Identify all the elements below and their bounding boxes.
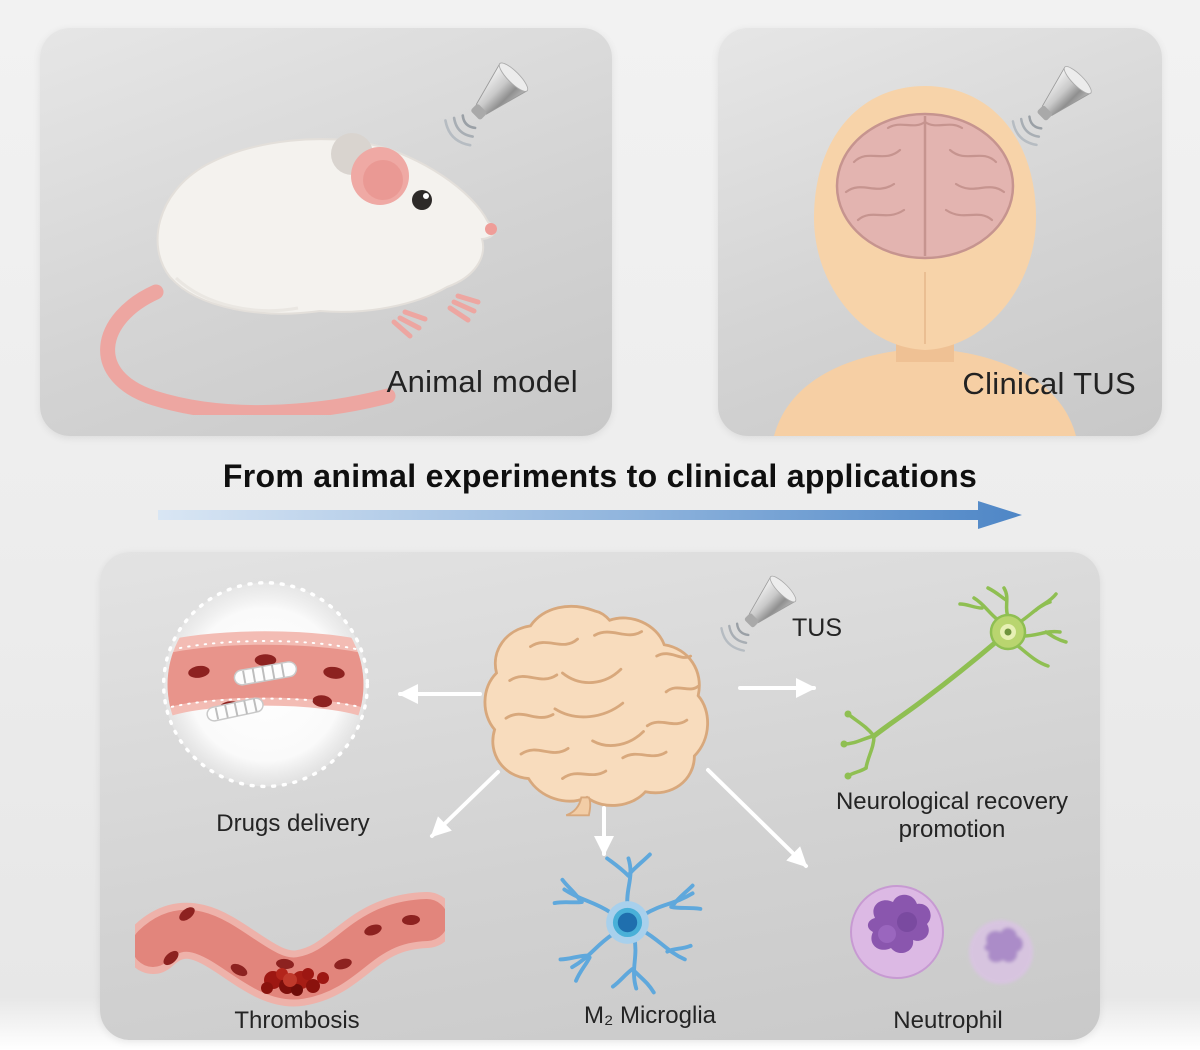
mouse-paw [391, 309, 428, 339]
shoulders [774, 348, 1076, 436]
transition-arrow [158, 501, 1022, 529]
mouse-nose [485, 223, 497, 235]
thrombosis-vessel-illustration [135, 892, 445, 1007]
animal-model-label: Animal model [386, 364, 578, 399]
clinical-brain [835, 112, 1015, 260]
red-blood-cells [188, 654, 345, 714]
neutrophil-label: Neutrophil [893, 1007, 1003, 1034]
applications-panel: TUS [100, 552, 1100, 1040]
neuron-illustration [840, 586, 1068, 780]
thrombus-clot [261, 968, 329, 996]
microglia-label: M₂ Microglia [584, 1002, 716, 1029]
drugs-delivery-label: Drugs delivery [216, 810, 370, 837]
mouse-body [156, 138, 496, 315]
microglia-nucleus [617, 912, 638, 933]
mouse-hind-leg-line [174, 276, 299, 313]
ultrasound-transducer-icon [444, 62, 529, 147]
red-blood-cells [163, 907, 420, 977]
tus-label: TUS [792, 614, 842, 642]
neuron-axon [871, 639, 999, 739]
ultrasound-transducer-icon [1011, 66, 1092, 147]
neuron-nucleus [1004, 628, 1012, 636]
brain-stem [565, 796, 592, 817]
dotted-ring [161, 581, 370, 789]
drug-delivery-vessel-illustration [161, 581, 370, 789]
drug-carrier [233, 661, 298, 686]
ultrasound-transducer-icon [720, 575, 797, 652]
neurological-recovery-label: Neurological recovery promotion [835, 788, 1069, 843]
brain-gyri [504, 630, 700, 780]
brain-illustration [483, 604, 710, 817]
thrombosis-label: Thrombosis [234, 1007, 360, 1034]
mouse-front-paw [447, 293, 481, 323]
clinical-tus-label: Clinical TUS [962, 366, 1136, 401]
drug-carrier [206, 697, 264, 722]
neuron-terminals [842, 712, 876, 778]
neutrophil-illustration [850, 885, 1033, 984]
microglia-illustration [552, 852, 703, 995]
human-head-illustration [774, 86, 1076, 436]
neutrophil-cell-large [850, 885, 944, 979]
animal-model-panel: Animal model [40, 28, 612, 436]
microglia-processes [552, 852, 703, 995]
mouse-eye [412, 190, 432, 210]
neutrophil-cell-small [969, 920, 1033, 984]
mouse-illustration [100, 133, 497, 415]
neuron-dendrites [958, 586, 1068, 668]
mouse-tail [100, 284, 396, 415]
clinical-tus-panel: Clinical TUS [718, 28, 1162, 436]
transition-title: From animal experiments to clinical appl… [222, 458, 978, 494]
